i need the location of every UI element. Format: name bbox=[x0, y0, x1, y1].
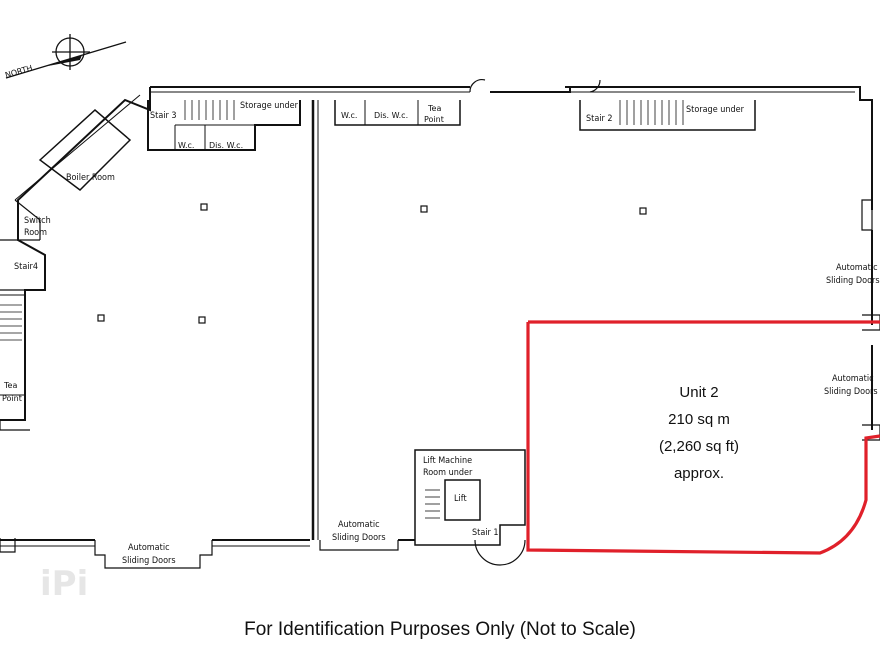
stair4-label: Stair4 bbox=[14, 262, 38, 272]
auto-doors-right-lower-label-2: Sliding Doors bbox=[824, 387, 878, 397]
auto-doors-right-lower-label: Automatic bbox=[832, 374, 874, 384]
tea-point-left-label: Tea bbox=[3, 381, 17, 390]
dis-wc-mid-label: Dis. W.c. bbox=[374, 111, 408, 120]
footer-disclaimer: For Identification Purposes Only (Not to… bbox=[244, 619, 636, 640]
auto-doors-right-upper-label: Automatic bbox=[836, 263, 878, 273]
lift-machine-room-label: Lift Machine bbox=[423, 456, 472, 466]
structural-columns bbox=[97, 203, 647, 324]
dis-wc-left-label: Dis. W.c. bbox=[209, 141, 243, 150]
storage-under-right-label: Storage under bbox=[686, 105, 745, 115]
auto-doors-bottom-left-label-2: Sliding Doors bbox=[122, 556, 176, 566]
switch-room-label: Switch bbox=[24, 216, 51, 226]
wc-left-label: W.c. bbox=[178, 141, 194, 150]
building-walls bbox=[0, 86, 873, 547]
wc-mid-label: W.c. bbox=[341, 111, 357, 120]
lift-machine-room-label-2: Room under bbox=[423, 468, 473, 478]
stair-hatching bbox=[0, 100, 684, 519]
north-compass-icon bbox=[5, 34, 127, 79]
lift-label: Lift bbox=[454, 494, 467, 504]
watermark-logo: iPi bbox=[40, 564, 88, 604]
unit-area-sqm: 210 sq m bbox=[668, 411, 730, 428]
switch-room-label-2: Room bbox=[24, 228, 47, 238]
boiler-room-label: Boiler Room bbox=[66, 173, 115, 183]
auto-doors-bottom-mid-label: Automatic bbox=[338, 520, 380, 530]
unit-approx: approx. bbox=[674, 465, 724, 482]
stair2-label: Stair 2 bbox=[586, 114, 613, 124]
unit-name: Unit 2 bbox=[679, 384, 718, 401]
auto-doors-bottom-mid-label-2: Sliding Doors bbox=[332, 533, 386, 543]
north-label: NORTH bbox=[4, 64, 34, 80]
tea-point-top-label: Tea bbox=[427, 104, 441, 113]
tea-point-left-label-2: Point bbox=[2, 394, 22, 403]
stair3-label: Stair 3 bbox=[150, 111, 177, 121]
auto-doors-bottom-left-label: Automatic bbox=[128, 543, 170, 553]
stair1-label: Stair 1 bbox=[472, 528, 499, 538]
entrance-details bbox=[0, 79, 880, 569]
auto-doors-right-upper-label-2: Sliding Doors bbox=[826, 276, 880, 286]
storage-under-left-label: Storage under bbox=[240, 101, 299, 111]
tea-point-top-label-2: Point bbox=[424, 115, 444, 124]
unit-2-outline bbox=[526, 320, 880, 555]
unit-area-sqft: (2,260 sq ft) bbox=[659, 438, 739, 455]
